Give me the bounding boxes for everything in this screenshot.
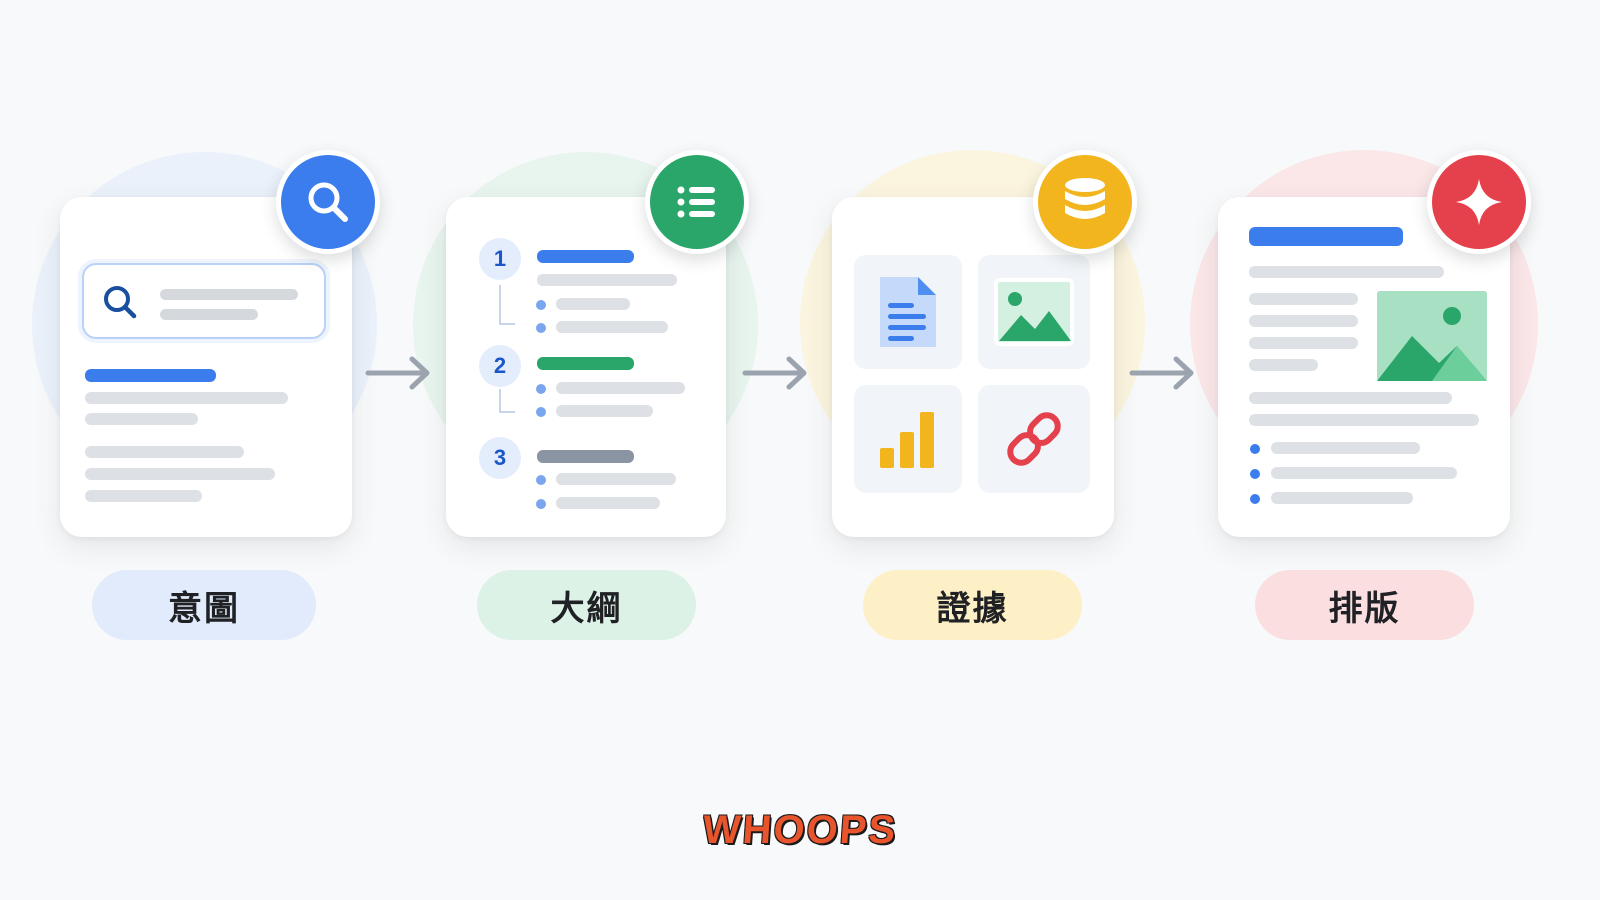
whoops-logo: WHOOPS	[701, 808, 899, 852]
outline-line	[556, 405, 653, 417]
outline-heading	[537, 450, 634, 463]
outline-line	[556, 298, 630, 310]
arrow-right-icon	[365, 356, 430, 390]
document-tile	[854, 255, 962, 369]
layout-line	[1271, 492, 1413, 504]
layout-line	[1271, 467, 1457, 479]
outline-bullet	[536, 407, 546, 417]
outline-line	[537, 274, 677, 286]
outline-bullet	[536, 499, 546, 509]
arrow-right-icon	[1129, 356, 1194, 390]
result-line	[85, 446, 244, 458]
step-label-outline: 大綱	[477, 570, 696, 640]
outline-line	[556, 321, 668, 333]
outline-bullet	[536, 384, 546, 394]
intent-card	[60, 197, 352, 537]
evidence-card	[832, 197, 1114, 537]
outline-badge	[645, 150, 749, 254]
layout-line	[1249, 337, 1358, 349]
layout-line	[1249, 414, 1479, 426]
result-line	[85, 392, 288, 404]
search-box	[82, 263, 326, 339]
step-label-intent: 意圖	[92, 570, 316, 640]
layout-line	[1249, 392, 1452, 404]
search-line-2	[160, 309, 258, 320]
step-label-layout: 排版	[1255, 570, 1474, 640]
intent-badge	[276, 150, 380, 254]
layout-bullet	[1250, 494, 1260, 504]
image-tile	[978, 255, 1090, 369]
outline-line	[556, 382, 685, 394]
document-icon	[880, 277, 936, 347]
search-icon	[308, 182, 348, 222]
list-icon	[677, 186, 715, 218]
result-title	[85, 369, 216, 382]
step-label-evidence: 證據	[863, 570, 1082, 640]
layout-line	[1271, 442, 1420, 454]
image-icon	[994, 278, 1074, 346]
outline-line	[556, 473, 676, 485]
search-icon	[104, 286, 137, 319]
outline-number: 3	[479, 437, 521, 479]
arrow-right-icon	[742, 356, 807, 390]
outline-bullet	[536, 475, 546, 485]
evidence-badge	[1033, 150, 1137, 254]
search-line-1	[160, 289, 298, 300]
outline-bullet	[536, 323, 546, 333]
database-icon	[1065, 178, 1105, 219]
outline-number: 1	[479, 238, 521, 280]
layout-bullet	[1250, 444, 1260, 454]
link-icon	[1007, 412, 1061, 466]
outline-line	[556, 497, 660, 509]
result-line	[85, 413, 198, 425]
layout-card	[1218, 197, 1510, 537]
outline-bullet	[536, 300, 546, 310]
sparkle-icon	[1456, 179, 1502, 225]
outline-connector	[499, 389, 515, 413]
result-line	[85, 468, 275, 480]
chart-tile	[854, 385, 962, 493]
layout-title	[1249, 227, 1403, 246]
layout-line	[1249, 266, 1444, 278]
bar-chart-icon	[880, 412, 934, 468]
outline-connector	[499, 285, 515, 325]
layout-line	[1249, 315, 1358, 327]
link-tile	[978, 385, 1090, 493]
outline-heading	[537, 357, 634, 370]
layout-line	[1249, 293, 1358, 305]
result-line	[85, 490, 202, 502]
layout-bullet	[1250, 469, 1260, 479]
layout-line	[1249, 359, 1318, 371]
layout-image	[1377, 291, 1487, 381]
outline-heading	[537, 250, 634, 263]
layout-badge	[1427, 150, 1531, 254]
outline-number: 2	[479, 345, 521, 387]
outline-card: 1 2 3	[446, 197, 726, 537]
